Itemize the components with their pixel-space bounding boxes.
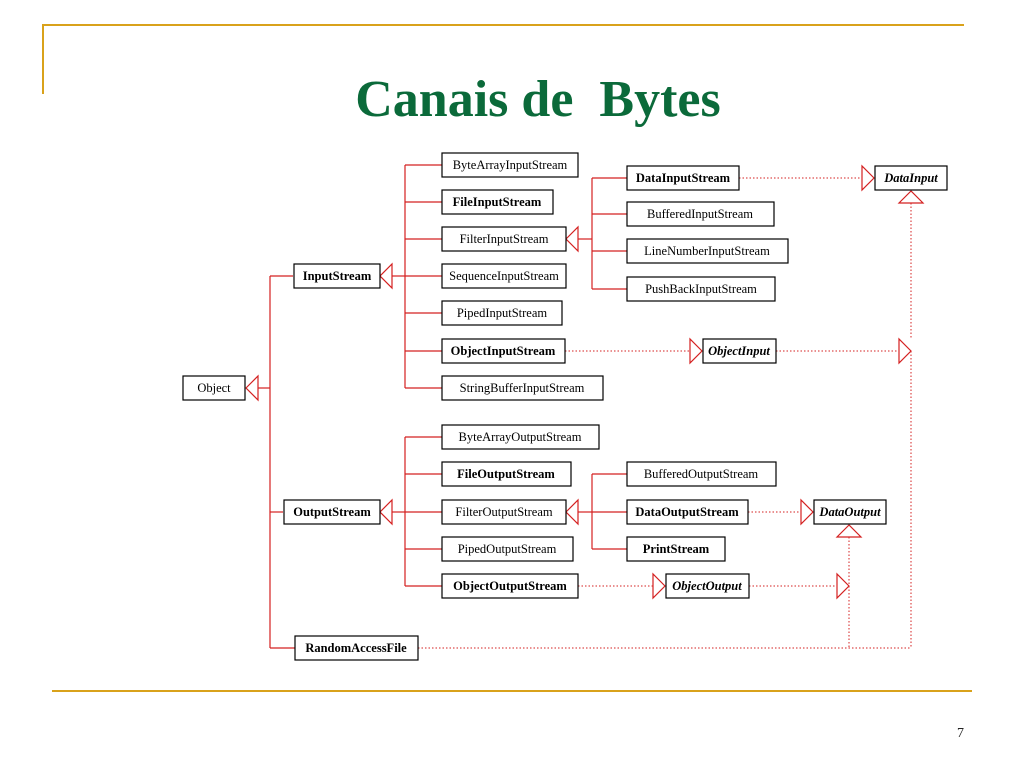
page-number: 7 — [957, 726, 964, 741]
class-box-object-output-stream: ObjectOutputStream — [441, 573, 579, 599]
class-box-random-access-file: RandomAccessFile — [294, 635, 419, 661]
svg-text:ByteArrayOutputStream: ByteArrayOutputStream — [459, 430, 582, 444]
class-box-byte-array-output-stream: ByteArrayOutputStream — [441, 424, 600, 450]
object-input-arrowhead — [689, 337, 703, 365]
class-box-filter-output-stream: FilterOutputStream — [441, 499, 567, 525]
svg-text:StringBufferInputStream: StringBufferInputStream — [460, 381, 585, 395]
class-box-file-output-stream: FileOutputStream — [441, 461, 572, 487]
svg-text:FileInputStream: FileInputStream — [453, 195, 542, 209]
svg-text:ObjectOutputStream: ObjectOutputStream — [453, 579, 567, 593]
svg-text:PipedOutputStream: PipedOutputStream — [458, 542, 557, 556]
svg-text:DataOutput: DataOutput — [818, 505, 881, 519]
slide-title: Canais de Bytes — [355, 71, 721, 128]
class-box-object-input-stream: ObjectInputStream — [441, 338, 566, 364]
data-input-up-arrowhead — [897, 190, 925, 204]
class-box-input-stream: InputStream — [293, 263, 381, 289]
class-box-data-input-stream: DataInputStream — [626, 165, 740, 191]
svg-text:LineNumberInputStream: LineNumberInputStream — [644, 244, 770, 258]
filter-output-stream-tree-connector — [565, 473, 627, 550]
svg-text:PrintStream: PrintStream — [643, 542, 710, 556]
implements-connectors — [418, 164, 925, 649]
svg-text:BufferedOutputStream: BufferedOutputStream — [644, 467, 759, 481]
class-box-buffered-output-stream: BufferedOutputStream — [626, 461, 777, 487]
svg-text:DataInputStream: DataInputStream — [636, 171, 731, 185]
interface-box-data-input: DataInput — [874, 165, 948, 191]
svg-text:InputStream: InputStream — [303, 269, 372, 283]
svg-text:PushBackInputStream: PushBackInputStream — [645, 282, 757, 296]
svg-text:DataOutputStream: DataOutputStream — [635, 505, 739, 519]
svg-text:FileOutputStream: FileOutputStream — [457, 467, 555, 481]
class-box-string-buffer-input-stream: StringBufferInputStream — [441, 375, 604, 401]
class-box-output-stream: OutputStream — [283, 499, 381, 525]
class-box-file-input-stream: FileInputStream — [441, 189, 554, 215]
object-output-to-data-output-arrowhead — [836, 572, 850, 600]
interface-box-object-output: ObjectOutput — [665, 573, 750, 599]
svg-text:SequenceInputStream: SequenceInputStream — [449, 269, 559, 283]
svg-text:ObjectInput: ObjectInput — [708, 344, 770, 358]
interface-box-object-input: ObjectInput — [702, 338, 777, 364]
svg-text:ObjectInputStream: ObjectInputStream — [451, 344, 556, 358]
class-box-push-back-input-stream: PushBackInputStream — [626, 276, 776, 302]
data-output-up-arrowhead — [835, 524, 863, 538]
input-stream-tree-connector — [379, 164, 442, 389]
class-box-filter-input-stream: FilterInputStream — [441, 226, 567, 252]
svg-text:RandomAccessFile: RandomAccessFile — [305, 641, 407, 655]
svg-text:Object: Object — [197, 381, 231, 395]
svg-text:FilterOutputStream: FilterOutputStream — [455, 505, 552, 519]
svg-text:OutputStream: OutputStream — [293, 505, 371, 519]
class-box-line-number-input-stream: LineNumberInputStream — [626, 238, 789, 264]
left-frame-line — [42, 24, 44, 94]
svg-text:ByteArrayInputStream: ByteArrayInputStream — [453, 158, 568, 172]
class-box-object: Object — [182, 375, 246, 401]
class-box-data-output-stream: DataOutputStream — [626, 499, 749, 525]
svg-text:DataInput: DataInput — [883, 171, 938, 185]
svg-text:FilterInputStream: FilterInputStream — [460, 232, 549, 246]
svg-text:BufferedInputStream: BufferedInputStream — [647, 207, 753, 221]
object-output-arrowhead — [652, 572, 666, 600]
svg-text:PipedInputStream: PipedInputStream — [457, 306, 548, 320]
svg-text:ObjectOutput: ObjectOutput — [672, 579, 742, 593]
object-tree-connector — [245, 275, 295, 649]
class-box-buffered-input-stream: BufferedInputStream — [626, 201, 775, 227]
output-stream-tree-connector — [379, 436, 442, 587]
data-output-arrowhead — [800, 498, 814, 526]
data-input-arrowhead — [861, 164, 875, 192]
filter-input-stream-tree-connector — [565, 177, 627, 290]
object-input-to-data-input-arrowhead — [898, 337, 912, 365]
class-box-sequence-input-stream: SequenceInputStream — [441, 263, 567, 289]
class-box-byte-array-input-stream: ByteArrayInputStream — [441, 152, 579, 178]
interface-box-data-output: DataOutput — [813, 499, 887, 525]
bottom-frame-line — [52, 690, 972, 692]
class-box-print-stream: PrintStream — [626, 536, 726, 562]
top-frame-line — [42, 24, 964, 26]
class-box-piped-output-stream: PipedOutputStream — [441, 536, 574, 562]
class-box-piped-input-stream: PipedInputStream — [441, 300, 563, 326]
